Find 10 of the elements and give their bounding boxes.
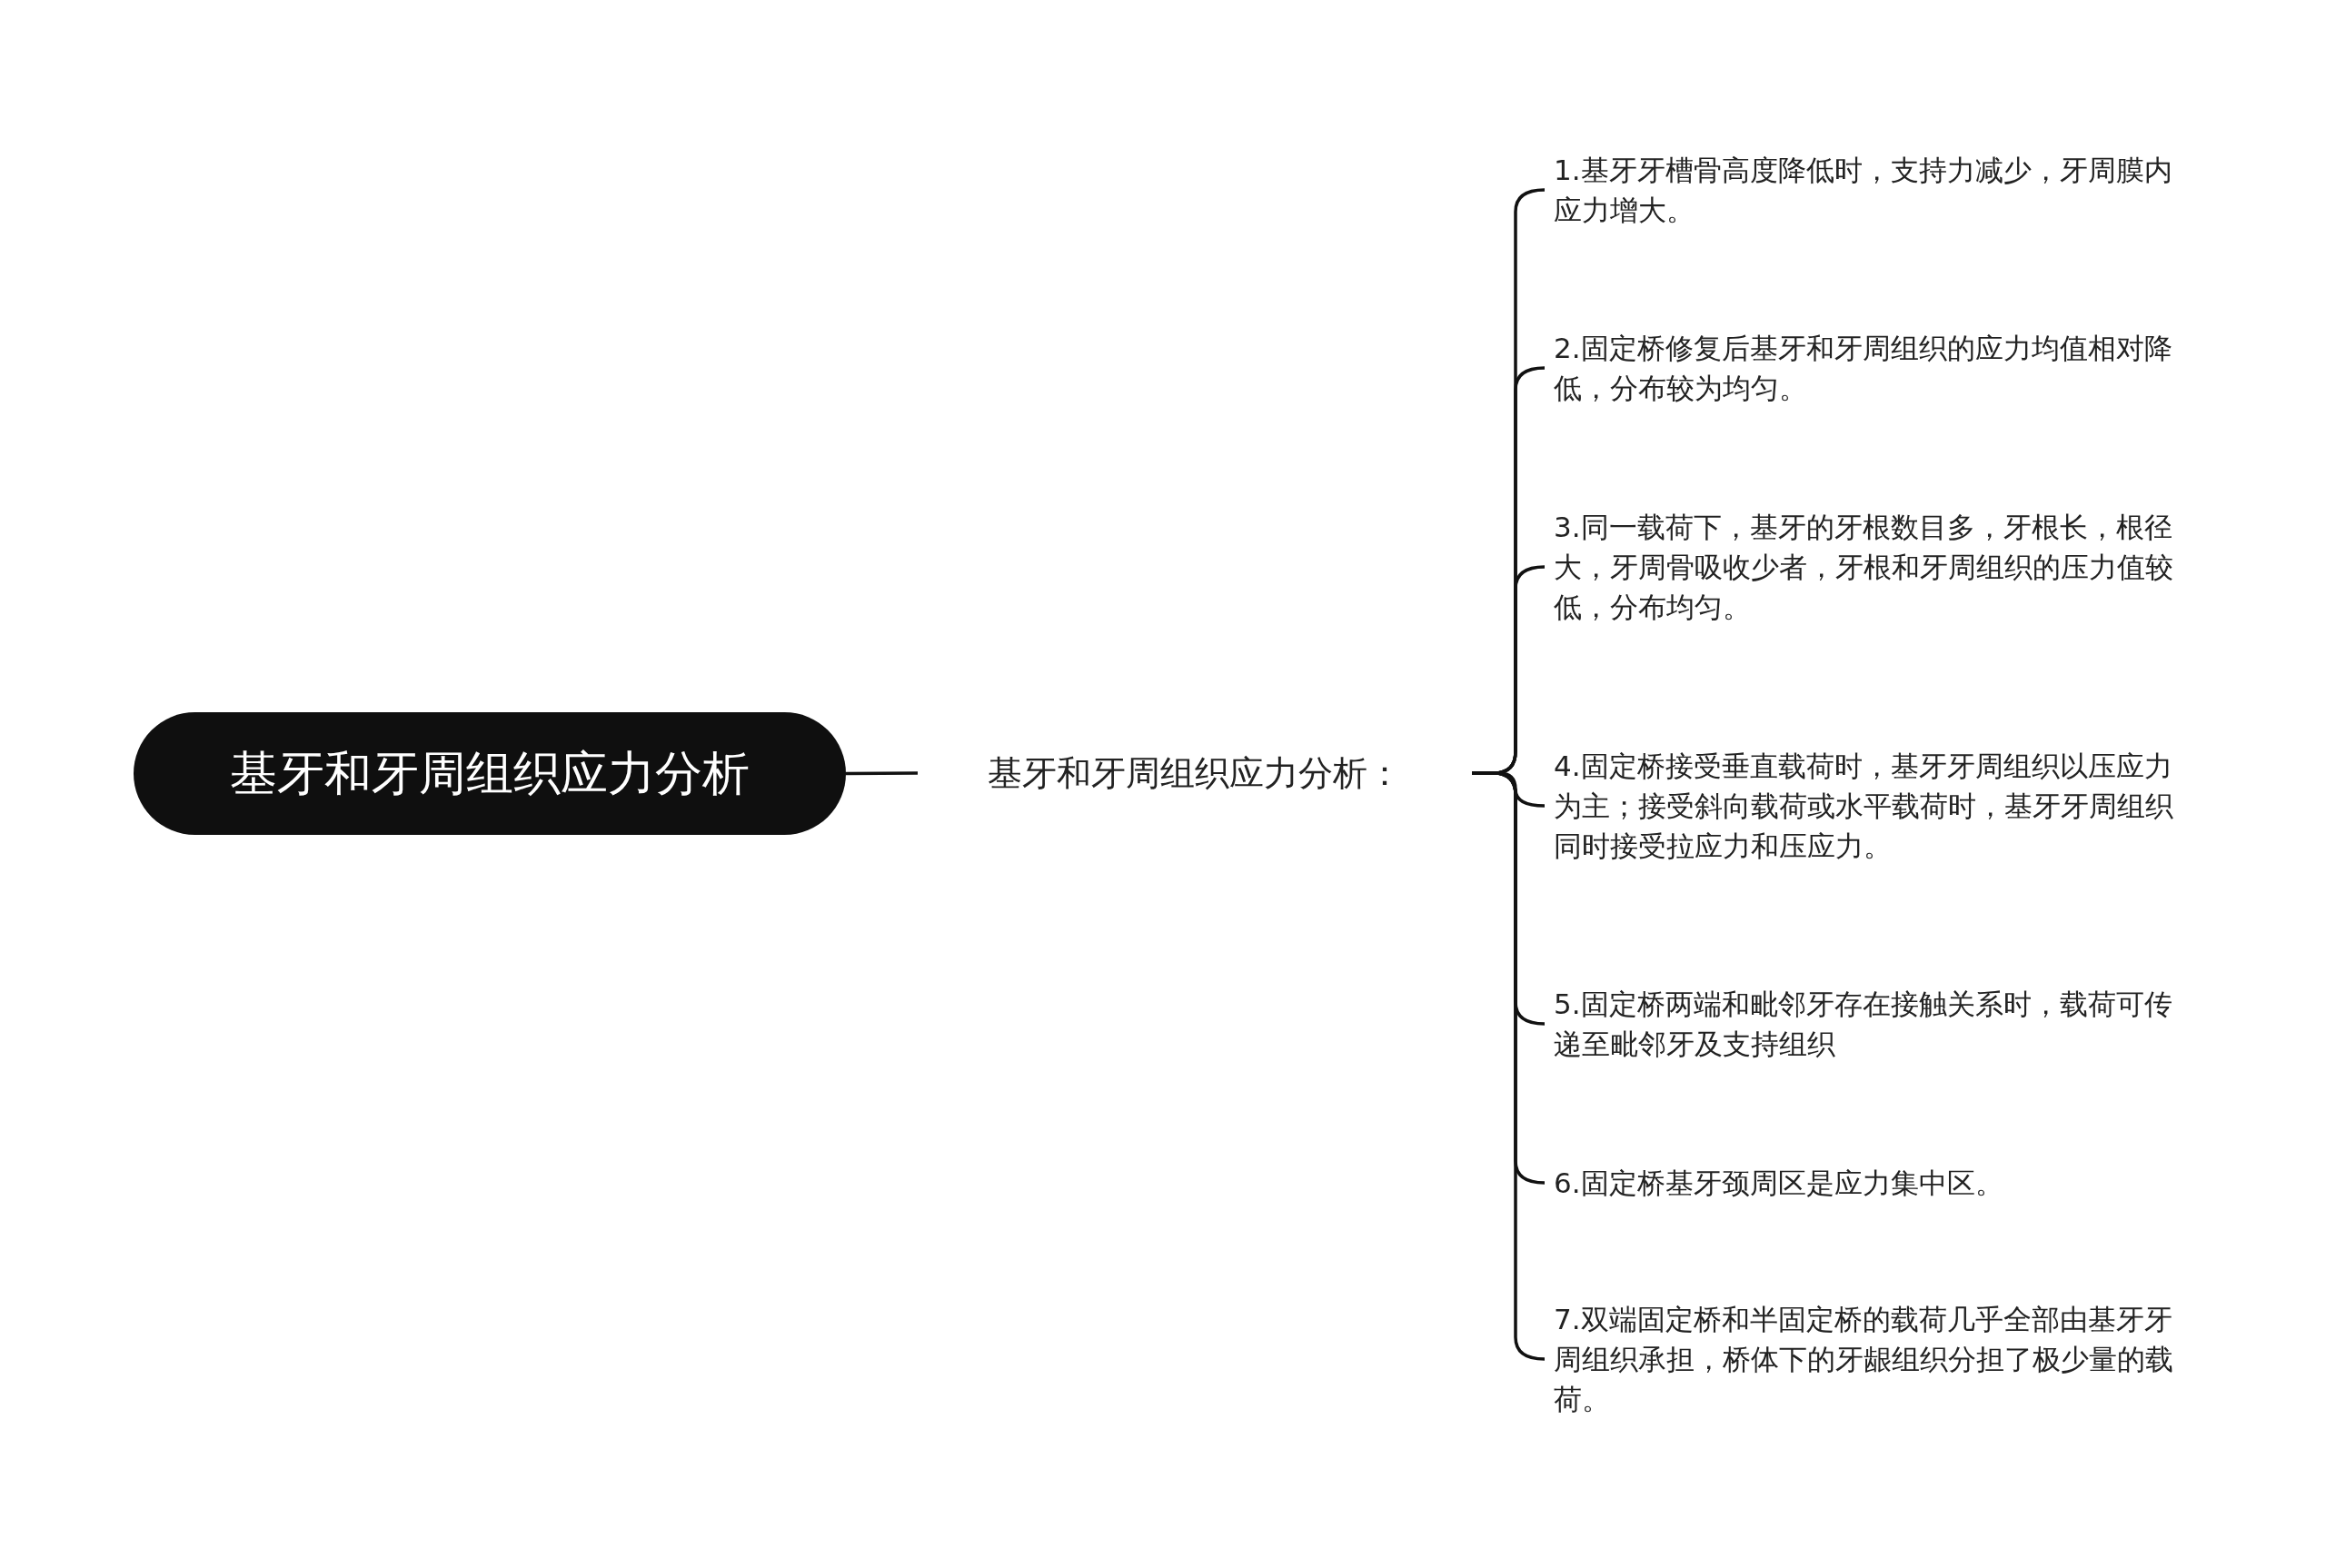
branch-note: 6.固定桥基牙颈周区是应力集中区。 bbox=[1554, 1166, 2003, 1199]
connector-line bbox=[846, 771, 918, 776]
topic-title: 基牙和牙周组织应力分析 bbox=[230, 744, 750, 802]
subtopic-label: 基牙和牙周组织应力分析： bbox=[988, 751, 1402, 795]
branch-note: 7.双端固定桥和半固定桥的载荷几乎全部由基牙牙周组织承担，桥体下的牙龈组织分担了极少量的载荷。 bbox=[1554, 1303, 2173, 1415]
branch-note: 3.同一载荷下，基牙的牙根数目多，牙根长，根径大，牙周骨吸收少者，牙根和牙周组织的压力值较低，分布均匀。 bbox=[1554, 511, 2173, 623]
branch-note: 2.固定桥修复后基牙和牙周组织的应力均值相对降低，分布较为均匀。 bbox=[1554, 332, 2172, 404]
branch-note: 4.固定桥接受垂直载荷时，基牙牙周组织以压应力为主；接受斜向载荷或水平载荷时，基牙牙周组织同时接受拉应力和压应力。 bbox=[1554, 749, 2173, 862]
branch-note: 1.基牙牙槽骨高度降低时，支持力减少，牙周膜内应力增大。 bbox=[1554, 154, 2172, 226]
branch-note: 5.固定桥两端和毗邻牙存在接触关系时，载荷可传递至毗邻牙及支持组织 bbox=[1554, 987, 2172, 1060]
